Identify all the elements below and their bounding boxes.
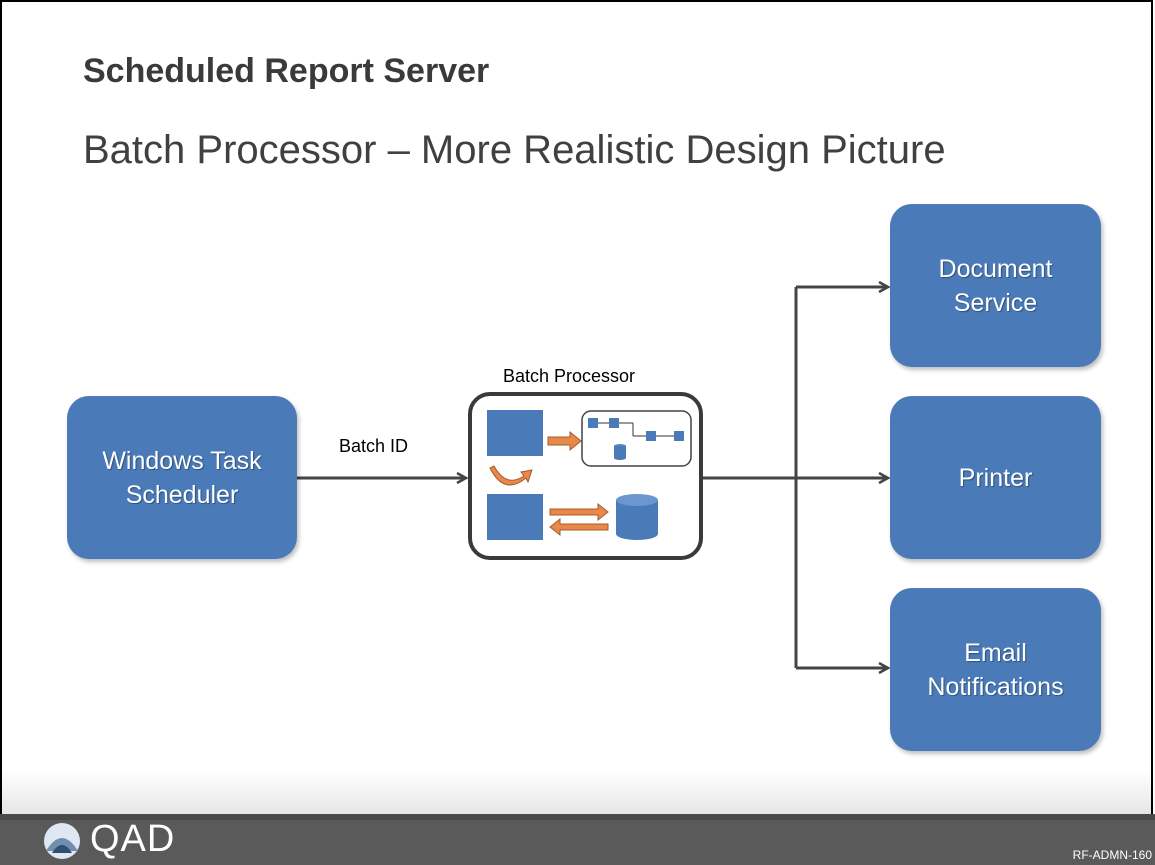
windows-task-scheduler-box: Windows Task Scheduler [67,396,297,559]
processor-block-bottom [487,494,543,540]
footer-bar [0,814,1155,865]
slide-subtitle: Batch Processor – More Realistic Design … [83,128,946,172]
printer-label: Printer [958,463,1033,492]
qad-logo-icon [44,823,80,859]
qad-logo-text: QAD [90,818,176,860]
orange-exchange-arrow-left [549,517,609,537]
workflow-db-icon [614,446,626,458]
batch-id-label: Batch ID [339,436,409,456]
processor-block-top [487,410,543,456]
email-notifications-box: Email Notifications [890,588,1101,751]
bottom-fade [2,770,1151,814]
document-service-label: Document Service [938,254,1053,317]
orange-right-arrow [547,430,582,452]
slide-title: Scheduled Report Server [83,52,490,90]
workflow-node [674,431,684,441]
email-notifications-label: Email Notifications [927,638,1064,701]
document-service-box: Document Service [890,204,1101,367]
database-icon-top [616,494,658,506]
workflow-node [588,418,598,428]
orange-exchange-arrow-right [549,502,609,522]
curved-return-arrow-icon [489,465,533,486]
batch-processor-label: Batch Processor [503,366,636,386]
printer-box: Printer [890,396,1101,559]
slide-frame [0,0,1153,814]
workflow-db-icon [614,456,626,460]
windows-task-scheduler-label: Windows Task Scheduler [102,446,262,509]
workflow-node [646,431,656,441]
slide-code: RF-ADMN-160 [1071,848,1153,862]
batch-processor-internals [487,410,692,540]
workflow-node [609,418,619,428]
database-icon-bottom [616,528,658,540]
footer-top-stripe [0,814,1155,820]
